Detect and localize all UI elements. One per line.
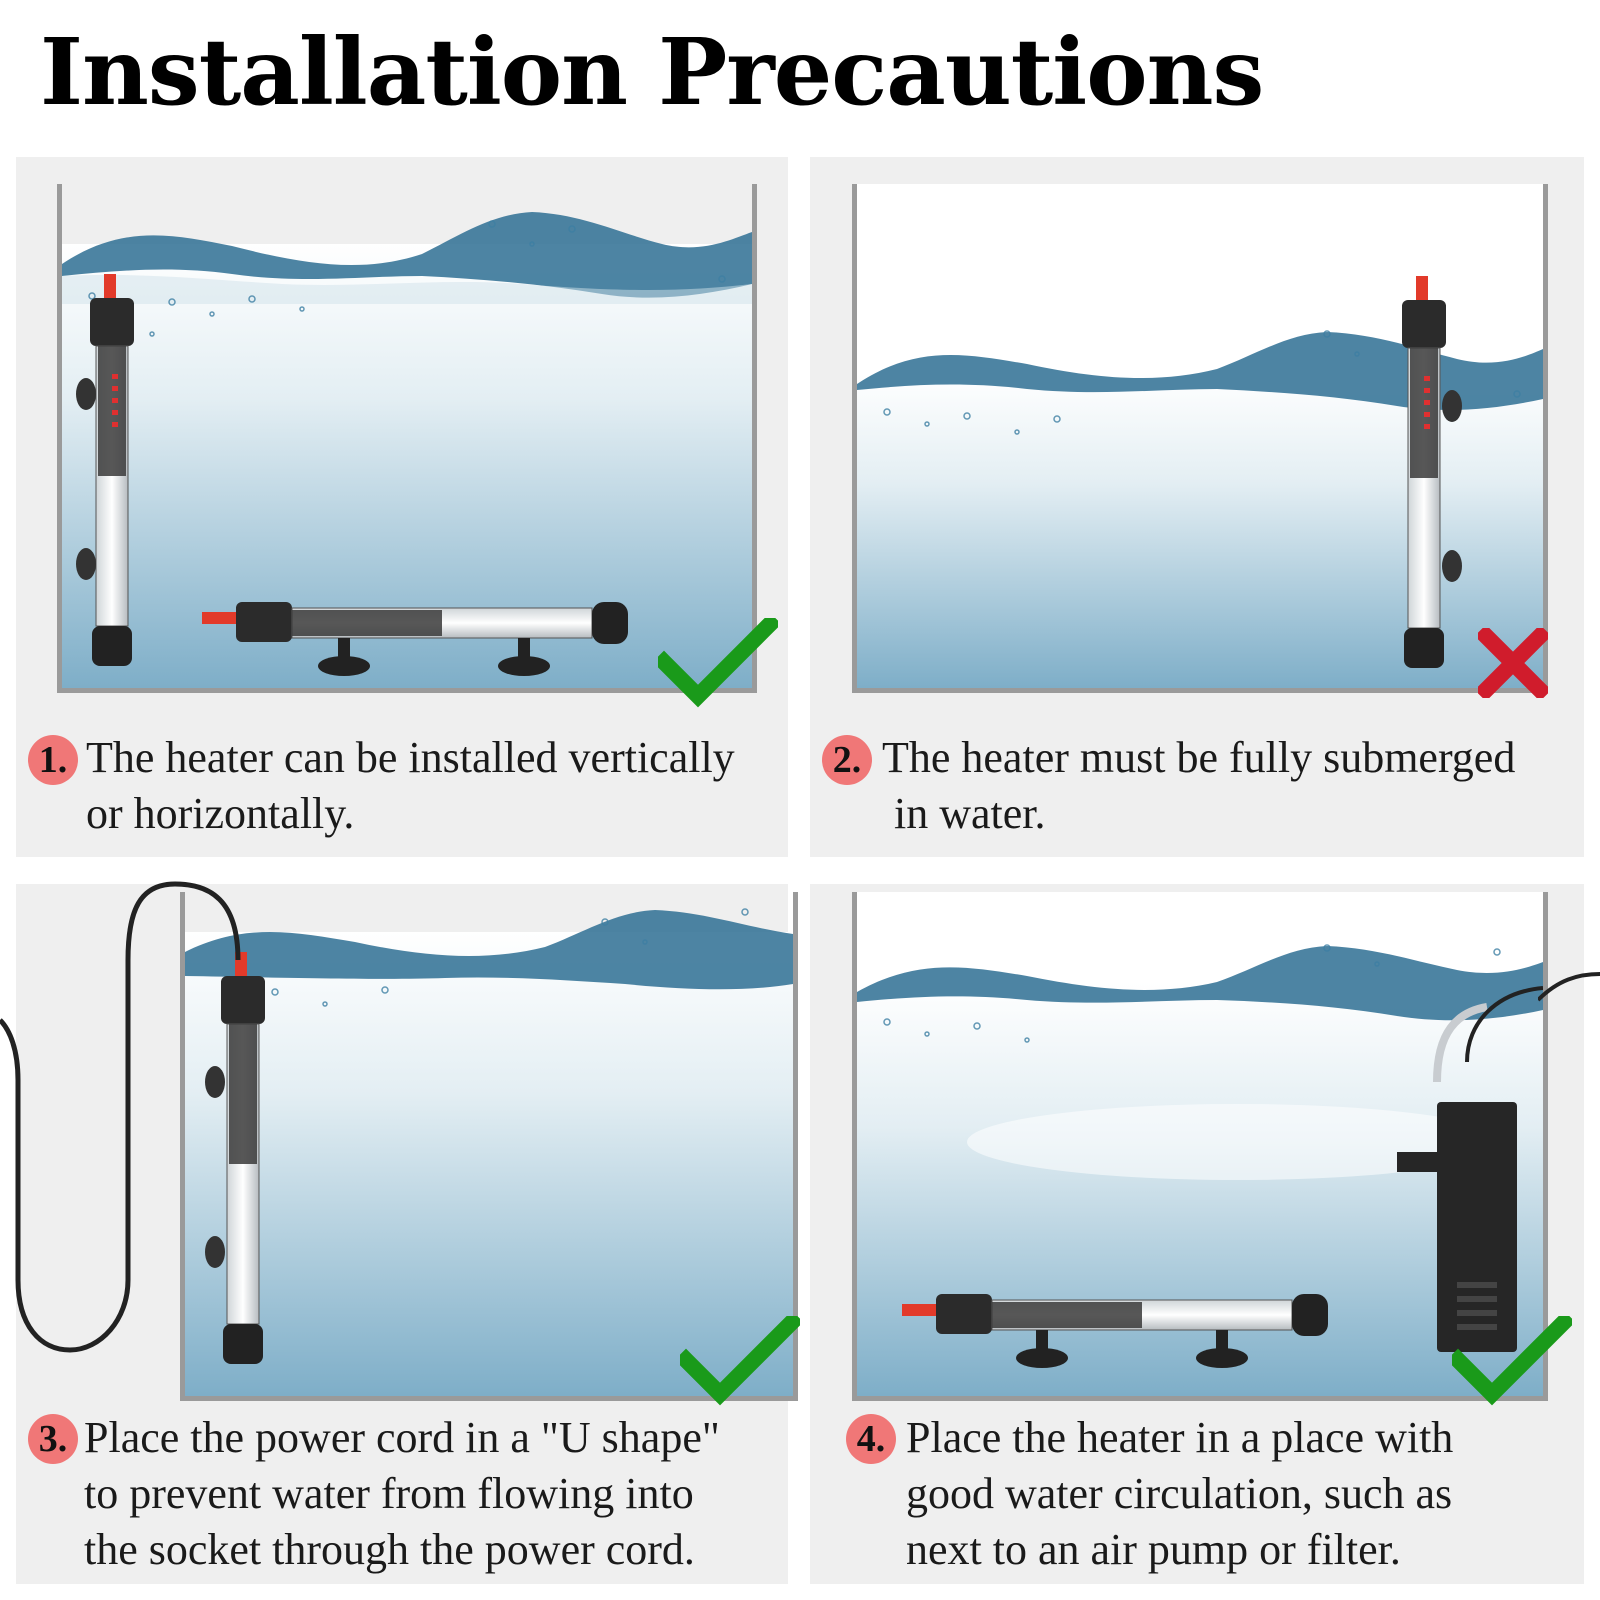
bubbles	[883, 330, 1521, 435]
water-wave	[185, 910, 793, 990]
power-cord	[1538, 972, 1600, 1002]
caption-2: The heater must be fully submerged in wa…	[882, 730, 1515, 842]
caption-4: Place the heater in a place with good wa…	[906, 1410, 1453, 1578]
bubbles	[88, 220, 726, 337]
caption-3: Place the power cord in a "U shape" to p…	[84, 1410, 720, 1578]
tank-2	[852, 184, 1548, 693]
bubbles	[271, 908, 749, 1007]
filter-pump	[1397, 986, 1543, 1352]
heater-vertical	[205, 952, 265, 1364]
caption-1-line-2: or horizontally.	[86, 789, 355, 838]
caption-3-line-3: the socket through the power cord.	[84, 1525, 695, 1574]
caption-3-line-2: to prevent water from flowing into	[84, 1469, 694, 1518]
bubbles	[883, 944, 1501, 1043]
caption-1: The heater can be installed vertically o…	[86, 730, 735, 842]
tank-1-scene	[62, 212, 752, 688]
tank-3-scene	[185, 908, 793, 1396]
caption-4-line-2: good water circulation, such as	[906, 1469, 1453, 1518]
water-wave	[857, 946, 1543, 1021]
caption-2-line-1: The heater must be fully submerged	[882, 733, 1516, 782]
cross-icon	[1478, 628, 1548, 698]
check-icon	[1452, 1316, 1572, 1406]
tank-1	[57, 184, 757, 693]
power-cord-u-shape	[0, 881, 241, 1353]
tank-4	[852, 892, 1548, 1401]
caption-4-line-1: Place the heater in a place with	[906, 1413, 1454, 1462]
tank-2-scene	[857, 184, 1543, 688]
caption-3-line-1: Place the power cord in a "U shape"	[84, 1413, 720, 1462]
step-badge-4: 4.	[846, 1414, 896, 1464]
check-icon	[680, 1316, 800, 1406]
water-wave	[62, 212, 752, 298]
tank-4-scene	[857, 892, 1543, 1396]
step-badge-1: 1.	[28, 735, 78, 785]
step-badge-2: 2.	[822, 735, 872, 785]
caption-2-line-2: in water.	[894, 789, 1046, 838]
step-badge-3: 3.	[28, 1414, 78, 1464]
tank-3	[180, 892, 798, 1401]
caption-1-line-1: The heater can be installed vertically	[86, 733, 735, 782]
water-wave	[857, 332, 1543, 410]
heater-vertical	[1402, 276, 1462, 668]
heater-horizontal	[902, 1294, 1328, 1368]
check-icon	[658, 618, 778, 708]
page-title: Installation Precautions	[40, 18, 1264, 126]
heater-horizontal	[202, 602, 628, 676]
caption-4-line-3: next to an air pump or filter.	[906, 1525, 1401, 1574]
heater-vertical	[76, 274, 134, 666]
